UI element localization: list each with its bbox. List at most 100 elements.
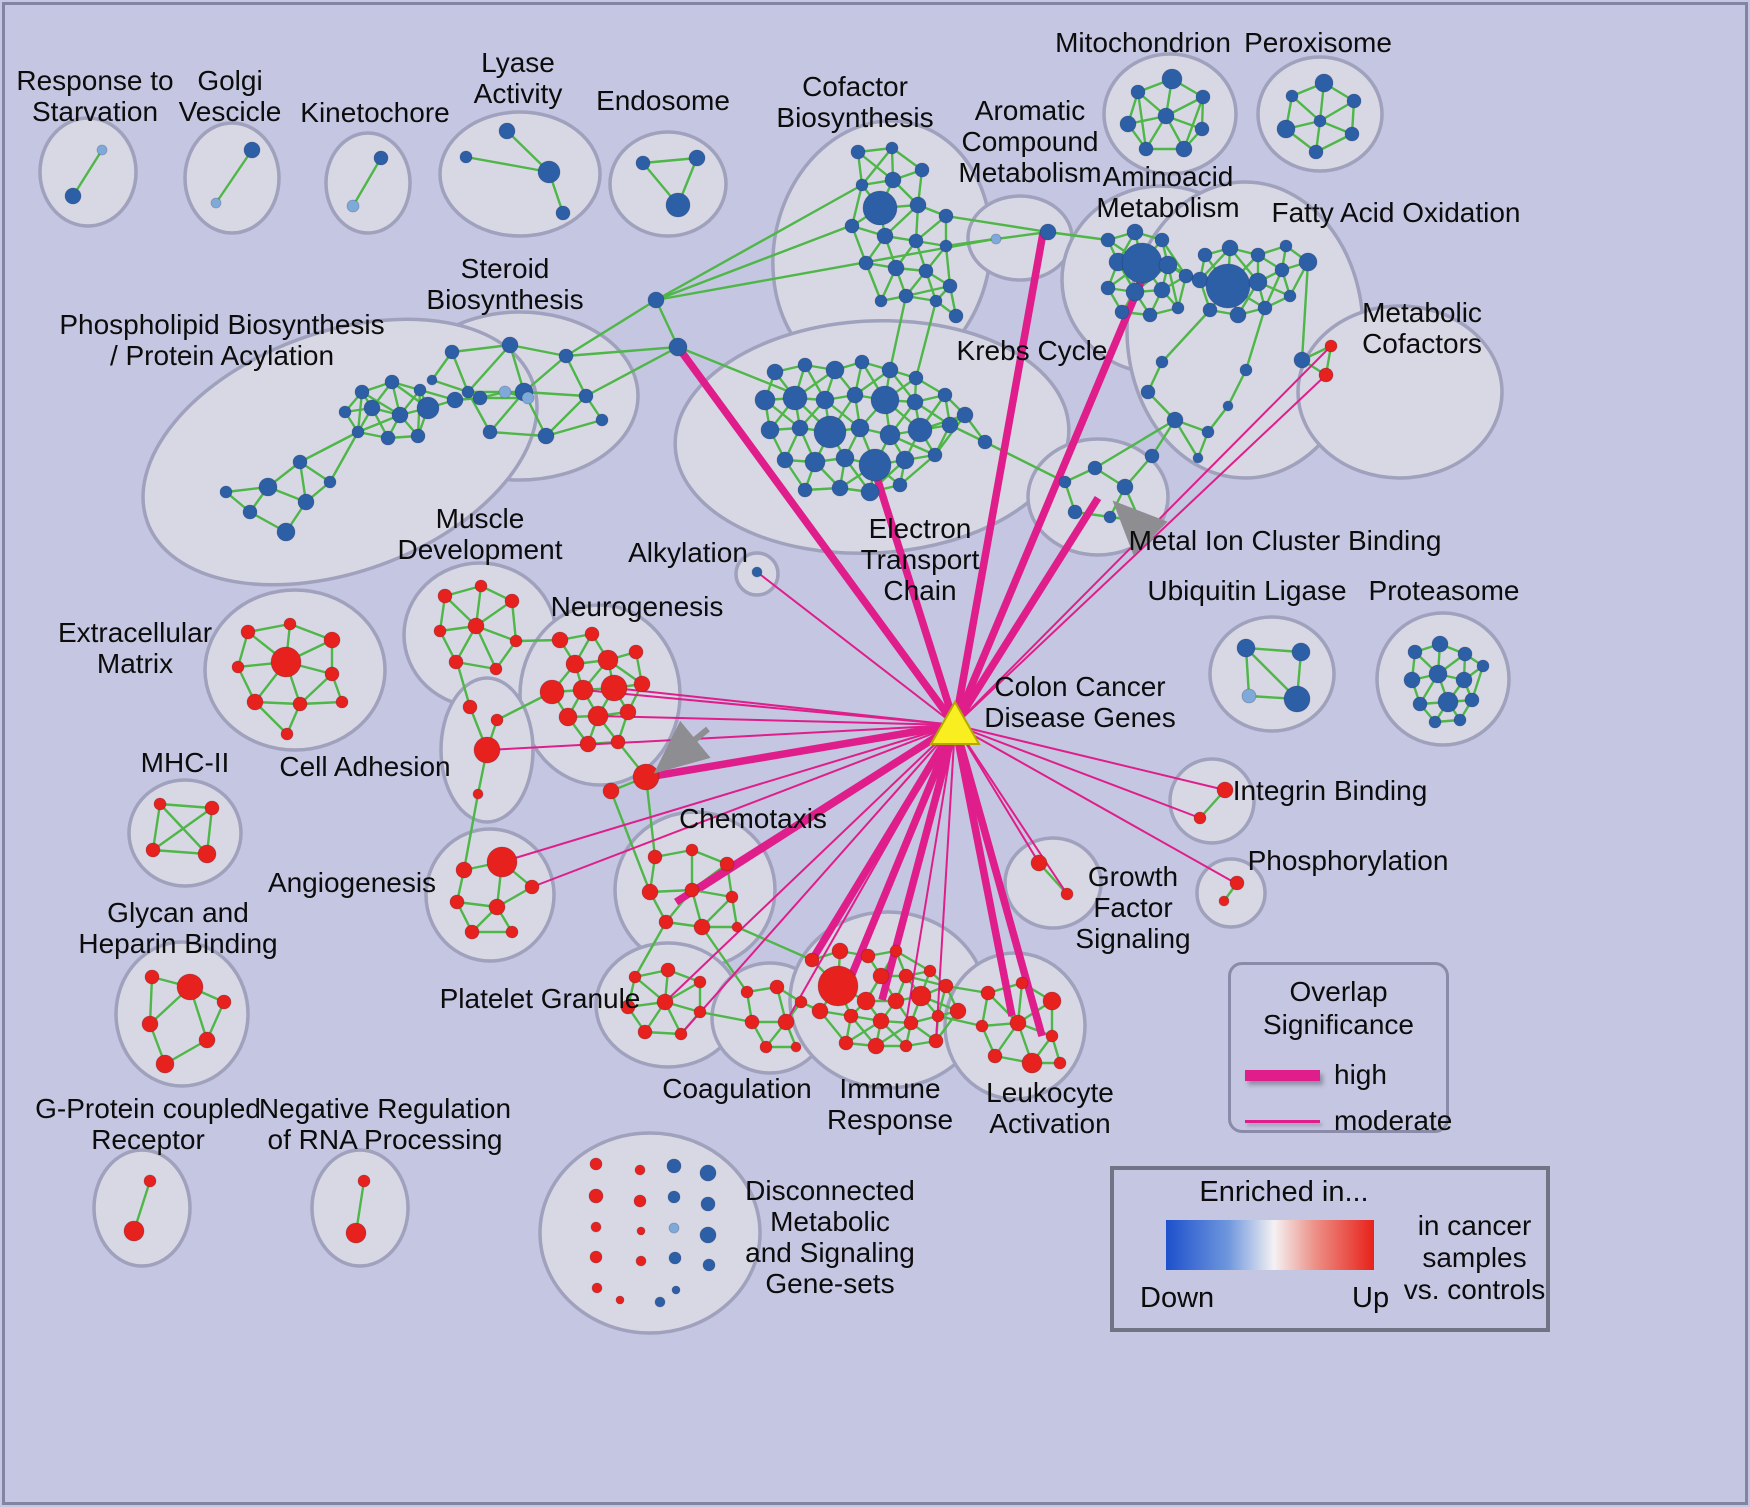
disconnected-gene-sets-bubble xyxy=(538,1131,762,1335)
endosome-node xyxy=(688,149,706,167)
fatty-acid-oxidation-label: Fatty Acid Oxidation xyxy=(1271,197,1520,228)
angiogenesis-label: Angiogenesis xyxy=(268,867,436,898)
overlap-edge-moderate xyxy=(664,724,956,1003)
enrichment-gradient-bar xyxy=(1166,1220,1374,1270)
disconnected-gene-sets-node xyxy=(667,1190,681,1204)
immune-response-node xyxy=(856,991,876,1011)
overlap-edge-moderate xyxy=(582,689,956,726)
neurogenesis-node xyxy=(628,644,644,660)
enrichment-side-line1: in cancer xyxy=(1417,1210,1532,1241)
pointer-arrow xyxy=(1112,500,1168,556)
krebs-etc-node xyxy=(977,434,993,450)
overlap-edge-high xyxy=(808,723,959,962)
coagulation-label: Coagulation xyxy=(662,1073,811,1104)
coagulation-node xyxy=(794,995,808,1009)
fatty-acid-oxidation-node xyxy=(1229,306,1247,324)
phospholipid-biosynthesis-node xyxy=(351,425,365,439)
response-to-starvation-edge xyxy=(71,149,104,197)
steroid-biosynthesis-node xyxy=(482,424,498,440)
phospholipid-biosynthesis-node xyxy=(521,391,535,405)
extracellular-matrix-node xyxy=(324,666,340,682)
muscle-development-node xyxy=(448,654,464,670)
endosome-node xyxy=(635,155,651,171)
glycan-heparin-binding-label: Heparin Binding xyxy=(78,928,277,959)
mitochondrion-node xyxy=(1195,89,1211,105)
phospholipid-biosynthesis-node xyxy=(242,504,258,520)
alkylation-label: Alkylation xyxy=(628,537,748,568)
krebs-etc-node xyxy=(835,448,855,468)
krebs-etc-edge xyxy=(899,454,936,486)
neurogenesis-node xyxy=(610,734,626,750)
coagulation-node xyxy=(769,979,785,995)
krebs-etc-node xyxy=(858,448,892,482)
phospholipid-biosynthesis-node xyxy=(276,522,296,542)
muscle-development-label: Muscle xyxy=(436,503,525,534)
aminoacid-metabolism-label: Metabolism xyxy=(1096,192,1239,223)
mitochondrion-node xyxy=(1119,115,1137,133)
neurogenesis-node xyxy=(558,707,578,727)
immune-response-node xyxy=(811,1002,829,1020)
overlap-edge-moderate xyxy=(954,724,1068,895)
cofactor-biosynthesis-edge xyxy=(861,147,893,186)
neurogenesis-node xyxy=(632,763,660,791)
angiogenesis-bubble xyxy=(424,827,556,963)
phospholipid-biosynthesis-node xyxy=(472,390,488,406)
cell-adhesion-label: Cell Adhesion xyxy=(279,751,450,782)
cofactor-biosynthesis-node xyxy=(885,141,899,155)
steroid-biosynthesis-edge xyxy=(545,395,587,437)
kinetochore-bubble xyxy=(324,131,412,235)
steroid-biosynthesis-node xyxy=(461,385,475,399)
coagulation-node xyxy=(790,1041,802,1053)
inter-cluster-edge xyxy=(945,237,996,248)
inter-cluster-edge xyxy=(1047,230,1109,242)
lyase-activity-node xyxy=(459,150,473,164)
overlap-edge-high xyxy=(951,232,1047,726)
chemotaxis-node xyxy=(693,918,711,936)
glycan-heparin-binding-node xyxy=(216,994,232,1010)
chemotaxis-node xyxy=(684,882,700,898)
cofactor-biosynthesis-node xyxy=(850,144,866,160)
platelet-granule-node xyxy=(660,962,676,978)
phospholipid-biosynthesis-node xyxy=(391,406,409,424)
disconnected-gene-sets-node xyxy=(668,1251,682,1265)
negative-regulation-rna-node xyxy=(357,1174,371,1188)
inter-cluster-edge xyxy=(937,1014,983,1028)
cofactor-biosynthesis-node xyxy=(858,255,874,271)
neurogenesis-node xyxy=(633,675,651,693)
coagulation-node xyxy=(759,1040,773,1054)
extracellular-matrix-node xyxy=(292,696,308,712)
mhc-ii-edge xyxy=(159,802,213,810)
immune-response-node xyxy=(899,1039,913,1053)
inter-cluster-edge xyxy=(565,345,679,358)
leukocyte-activation-node xyxy=(1021,1052,1043,1074)
phospholipid-biosynthesis-node xyxy=(416,396,440,420)
fatty-acid-oxidation-node xyxy=(1155,355,1169,369)
muscle-development-node xyxy=(489,662,503,676)
inter-cluster-edge xyxy=(565,298,657,358)
leukocyte-activation-node xyxy=(1042,991,1062,1011)
ubiquitin-ligase-node xyxy=(1283,685,1311,713)
krebs-etc-node xyxy=(825,360,845,380)
metabolic-cofactors-node xyxy=(1324,339,1338,353)
disconnected-gene-sets-node xyxy=(635,1255,647,1267)
krebs-etc-node xyxy=(870,385,900,415)
cofactor-biosynthesis-label: Biosynthesis xyxy=(776,102,933,133)
negative-regulation-rna-node xyxy=(345,1222,367,1244)
inter-cluster-edge xyxy=(945,984,989,995)
fatty-acid-oxidation-node xyxy=(1221,239,1239,257)
aminoacid-metabolism-node xyxy=(1100,232,1116,248)
krebs-etc-node xyxy=(881,361,899,379)
overlap-edge-moderate xyxy=(905,724,956,1024)
golgi-vescicle-node xyxy=(210,197,222,209)
inter-cluster-edge xyxy=(984,440,1066,484)
aromatic-compound-metabolism-node xyxy=(1039,223,1057,241)
overlap-edge-moderate xyxy=(501,724,956,863)
proteasome-node xyxy=(1428,664,1448,684)
muscle-development-node xyxy=(504,593,520,609)
immune-response-label: Response xyxy=(827,1104,953,1135)
cofactor-biosynthesis-node xyxy=(948,308,964,324)
ubiquitin-ligase-node xyxy=(1241,688,1257,704)
overlap-edge-high xyxy=(951,724,1016,1017)
glycan-heparin-binding-node xyxy=(144,969,160,985)
fatty-acid-oxidation-node xyxy=(1140,384,1156,400)
